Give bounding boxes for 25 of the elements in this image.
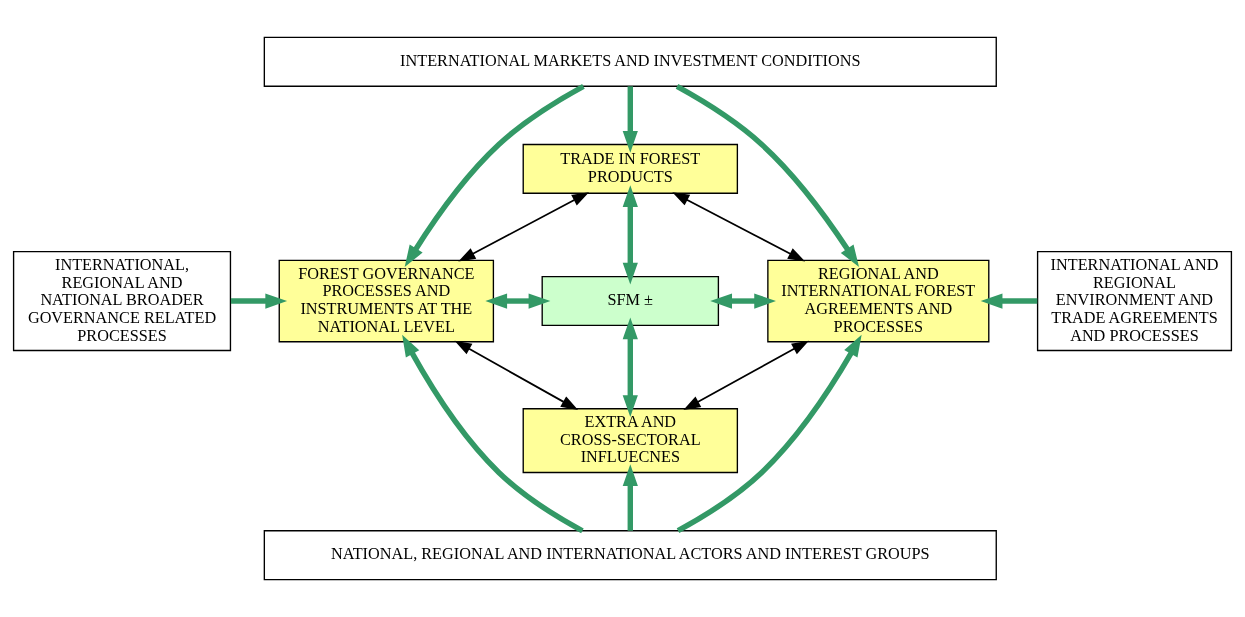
node-box: INTERNATIONAL MARKETS AND INVESTMENT CONDITIONS — [263, 36, 997, 87]
node-box: TRADE IN FOREST PRODUCTS — [522, 143, 739, 194]
arrow — [980, 293, 1038, 309]
arrow — [622, 86, 638, 153]
arrow — [675, 84, 859, 267]
arrow — [458, 192, 590, 262]
arrow — [402, 334, 584, 534]
node-box: INTERNATIONAL, REGIONAL AND NATIONAL BROADER GOVERNANCE RELATED PROCESSES — [12, 250, 232, 352]
arrow — [710, 293, 776, 309]
node-box: REGIONAL AND INTERNATIONAL FOREST AGREEMENTS AND PROCESSES — [767, 259, 990, 343]
arrow — [676, 334, 862, 533]
node-box: INTERNATIONAL AND REGIONAL ENVIRONMENT AND TRADE AGREEMENTS AND PROCESSES — [1036, 250, 1233, 352]
arrow — [622, 464, 638, 531]
node-box: FOREST GOVERNANCE PROCESSES AND INSTRUMENTS AT THE NATIONAL LEVEL — [278, 259, 495, 343]
arrow — [683, 340, 809, 410]
node-box: EXTRA AND CROSS-SECTORAL INFLUECNES — [522, 408, 739, 474]
arrow — [622, 317, 638, 417]
arrow — [622, 185, 638, 285]
arrow — [454, 340, 579, 410]
arrow — [230, 293, 288, 309]
node-box: NATIONAL, REGIONAL AND INTERNATIONAL ACTORS AND INTEREST GROUPS — [263, 530, 997, 581]
arrow — [672, 192, 806, 262]
node-box: SFM ± — [541, 275, 720, 327]
arrow — [404, 83, 585, 267]
arrow — [485, 293, 551, 309]
